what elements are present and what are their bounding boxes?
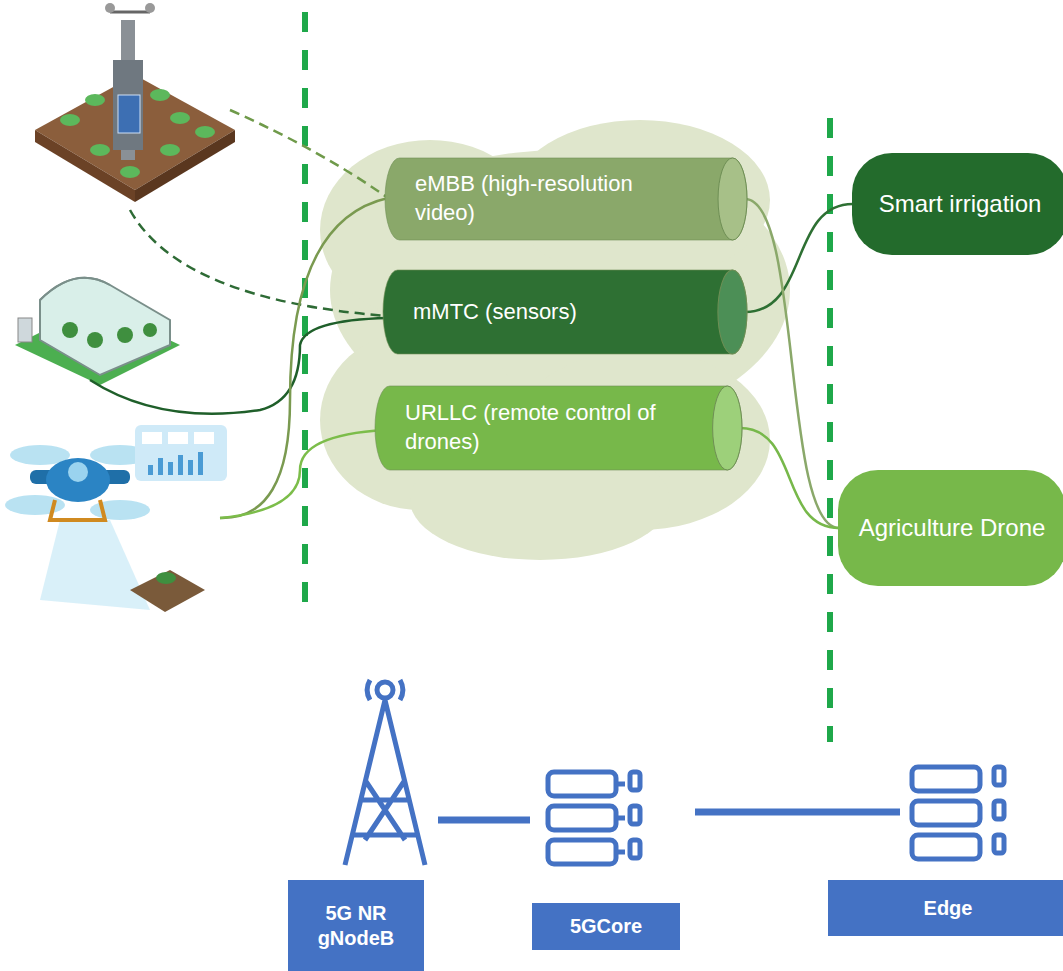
cloud — [320, 120, 790, 560]
connector — [740, 428, 839, 528]
cylinder-shape — [385, 158, 747, 240]
component-label: 5GCore — [532, 903, 680, 950]
node-text: 5GCore — [570, 914, 642, 939]
node-text: eMBB (high-resolution video) — [415, 170, 687, 227]
separator — [302, 12, 308, 620]
backhaul-link — [438, 817, 530, 824]
connector — [745, 204, 853, 312]
slice-cylinder: URLLC (remote control of drones) — [375, 386, 742, 470]
slice-cylinder: eMBB (high-resolution video) — [385, 158, 747, 240]
node-text: Agriculture Drone — [859, 512, 1046, 544]
tower-icon — [345, 680, 425, 865]
weather-station — [35, 3, 235, 202]
drone — [5, 425, 227, 612]
node-text: URLLC (remote control of drones) — [405, 399, 682, 456]
component-label: 5G NR gNodeB — [288, 880, 424, 971]
slice-cylinder: mMTC (sensors) — [383, 270, 747, 354]
greenhouse — [15, 278, 180, 385]
connector — [745, 199, 839, 528]
server-icon — [912, 767, 1004, 859]
component-label: Edge — [828, 880, 1063, 936]
service-box: Agriculture Drone — [838, 470, 1063, 586]
node-text: Edge — [924, 896, 973, 921]
node-text: Smart irrigation — [879, 188, 1042, 220]
service-box: Smart irrigation — [852, 153, 1063, 255]
server-icon — [548, 772, 640, 864]
leader-line — [90, 110, 388, 518]
node-text: 5G NR gNodeB — [296, 901, 416, 951]
node-text: mMTC (sensors) — [413, 298, 577, 327]
backhaul-link — [695, 809, 900, 816]
cylinder-shape — [375, 386, 742, 470]
